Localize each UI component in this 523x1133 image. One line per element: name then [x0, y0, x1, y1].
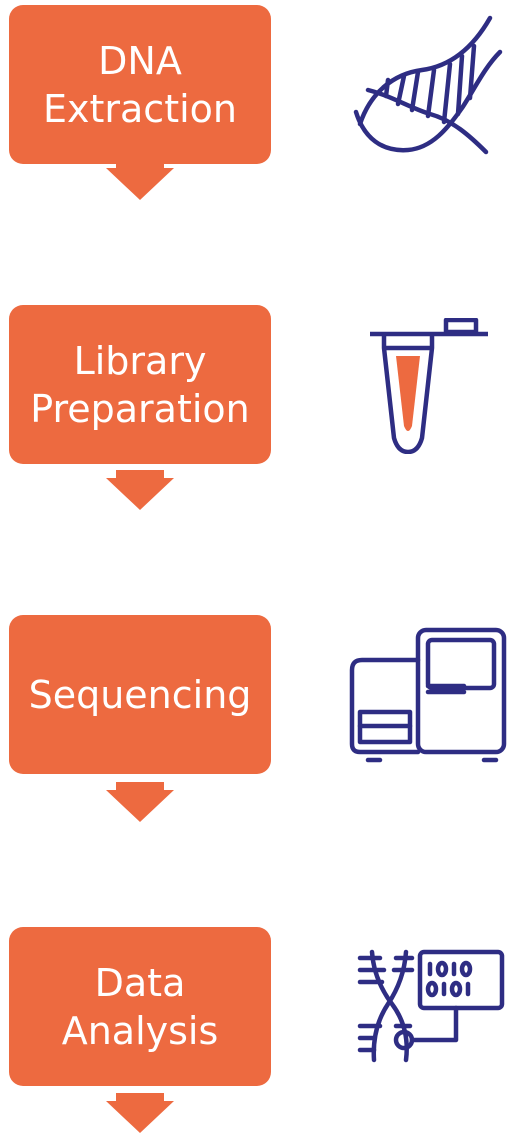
down-arrow-icon [106, 782, 174, 822]
sequencer-machine-icon [349, 627, 507, 763]
step-label: Library Preparation [30, 338, 250, 431]
step-box-dna-extraction: DNA Extraction [9, 5, 271, 164]
step-box-data-analysis: Data Analysis [9, 927, 271, 1086]
down-arrow-icon [106, 470, 174, 510]
down-arrow-icon [106, 160, 174, 200]
down-arrow-icon [106, 1093, 174, 1133]
step-label: DNA Extraction [43, 38, 237, 131]
test-tube-icon [370, 318, 488, 454]
step-label: Sequencing [28, 672, 252, 717]
step-box-sequencing: Sequencing [9, 615, 271, 774]
dna-binary-data-icon [357, 949, 505, 1063]
step-label: Data Analysis [61, 960, 219, 1053]
dna-helix-icon [353, 15, 503, 155]
step-box-library-preparation: Library Preparation [9, 305, 271, 464]
